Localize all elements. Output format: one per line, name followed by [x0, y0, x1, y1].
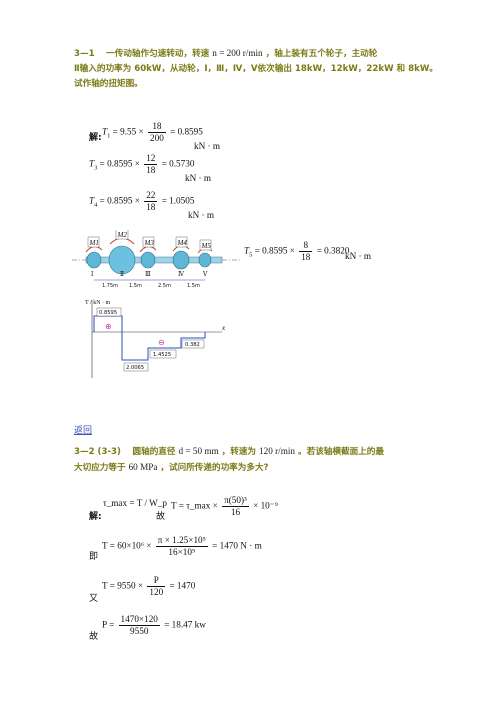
wheel-5	[198, 252, 212, 268]
moment-label-5: M5	[201, 242, 212, 250]
dim-label-1: 1.75m	[102, 283, 118, 289]
wheel-label-5: Ⅴ	[202, 271, 208, 278]
moment-label-3: M3	[144, 239, 155, 247]
value-label-3: 1.4525	[153, 352, 171, 358]
x-axis-label: x	[221, 324, 226, 332]
wheel-1	[86, 251, 102, 269]
positive-sign-icon: ⊕	[105, 322, 112, 331]
moment-arrow-1	[85, 246, 103, 253]
problem2-line1: 3—2 (3-3) 圆轴的直径 d = 50 mm ，转速为 120 r/min…	[74, 446, 384, 457]
wheel-label-1: Ⅰ	[91, 271, 94, 278]
wheel-label-3: Ⅲ	[145, 271, 151, 278]
speed-expression-2: 120 r/min	[259, 446, 296, 456]
shaft-torque-figure: M1 M2 M3 M4 M5 Ⅰ Ⅱ Ⅲ Ⅳ Ⅴ 1.75m 1.5m 2.5m…	[72, 230, 242, 378]
unit-T5: kN · m	[345, 251, 372, 261]
unit-T4: kN · m	[188, 210, 215, 220]
negative-sign-icon: ⊖	[158, 338, 165, 347]
dim-label-2: 1.5m	[129, 283, 142, 289]
wheel-label-2: Ⅱ	[120, 271, 124, 278]
problem1-line2: Ⅱ输入的功率为 60kW，从动轮，Ⅰ，Ⅲ，Ⅳ，Ⅴ依次输出 18kW，12kW，2…	[74, 64, 438, 74]
diameter-expression: d = 50 mm	[178, 446, 219, 456]
value-label-4: 2.0065	[126, 365, 144, 371]
wheel-2	[108, 245, 136, 275]
label-ji: 即	[89, 552, 99, 562]
torque-axis-label: T / kN · m	[85, 300, 111, 306]
moment-label-4: M4	[177, 239, 188, 247]
dim-label-4: 1.5m	[187, 283, 200, 289]
solution-label-1: 解:	[89, 133, 102, 143]
equation-tau-max: τ_max = T / W_p	[103, 498, 167, 508]
problem-statement-2: 3—2 (3-3) 圆轴的直径 d = 50 mm ，转速为 120 r/min…	[74, 444, 464, 476]
label-you: 又	[89, 594, 99, 604]
moment-label-1: M1	[89, 239, 99, 247]
wheel-3	[140, 251, 156, 269]
problem-statement-1: 3—1 一传动轴作匀速转动，转速 n = 200 r/min ，轴上装有五个轮子…	[74, 46, 454, 92]
back-link[interactable]: 返回	[74, 426, 93, 436]
solution-label-2: 解:	[89, 512, 102, 522]
problem2-line2: 大切应力等于 60 MPa ，试问所传递的功率为多大?	[74, 462, 269, 473]
wheel-label-4: Ⅳ	[178, 271, 185, 278]
dim-label-3: 2.5m	[158, 283, 171, 289]
unit-T1: kN · m	[194, 141, 221, 151]
problem1-line3: 试作轴的扭矩图。	[74, 79, 143, 89]
problem1-line1: 3—1 一传动轴作匀速转动，转速 n = 200 r/min ，轴上装有五个轮子…	[74, 48, 378, 59]
moment-label-2: M2	[117, 231, 128, 239]
speed-expression: n = 200 r/min	[212, 48, 263, 58]
wheel-4	[172, 250, 190, 270]
conclusion-label-gu: 故	[156, 512, 166, 522]
value-label-2: 0.382	[185, 342, 200, 348]
value-label-1: 0.8595	[99, 310, 117, 316]
label-gu-2: 故	[89, 632, 99, 642]
moment-arrow-3	[139, 246, 157, 253]
unit-T3: kN · m	[185, 173, 212, 183]
stress-expression: 60 MPa	[128, 462, 158, 472]
